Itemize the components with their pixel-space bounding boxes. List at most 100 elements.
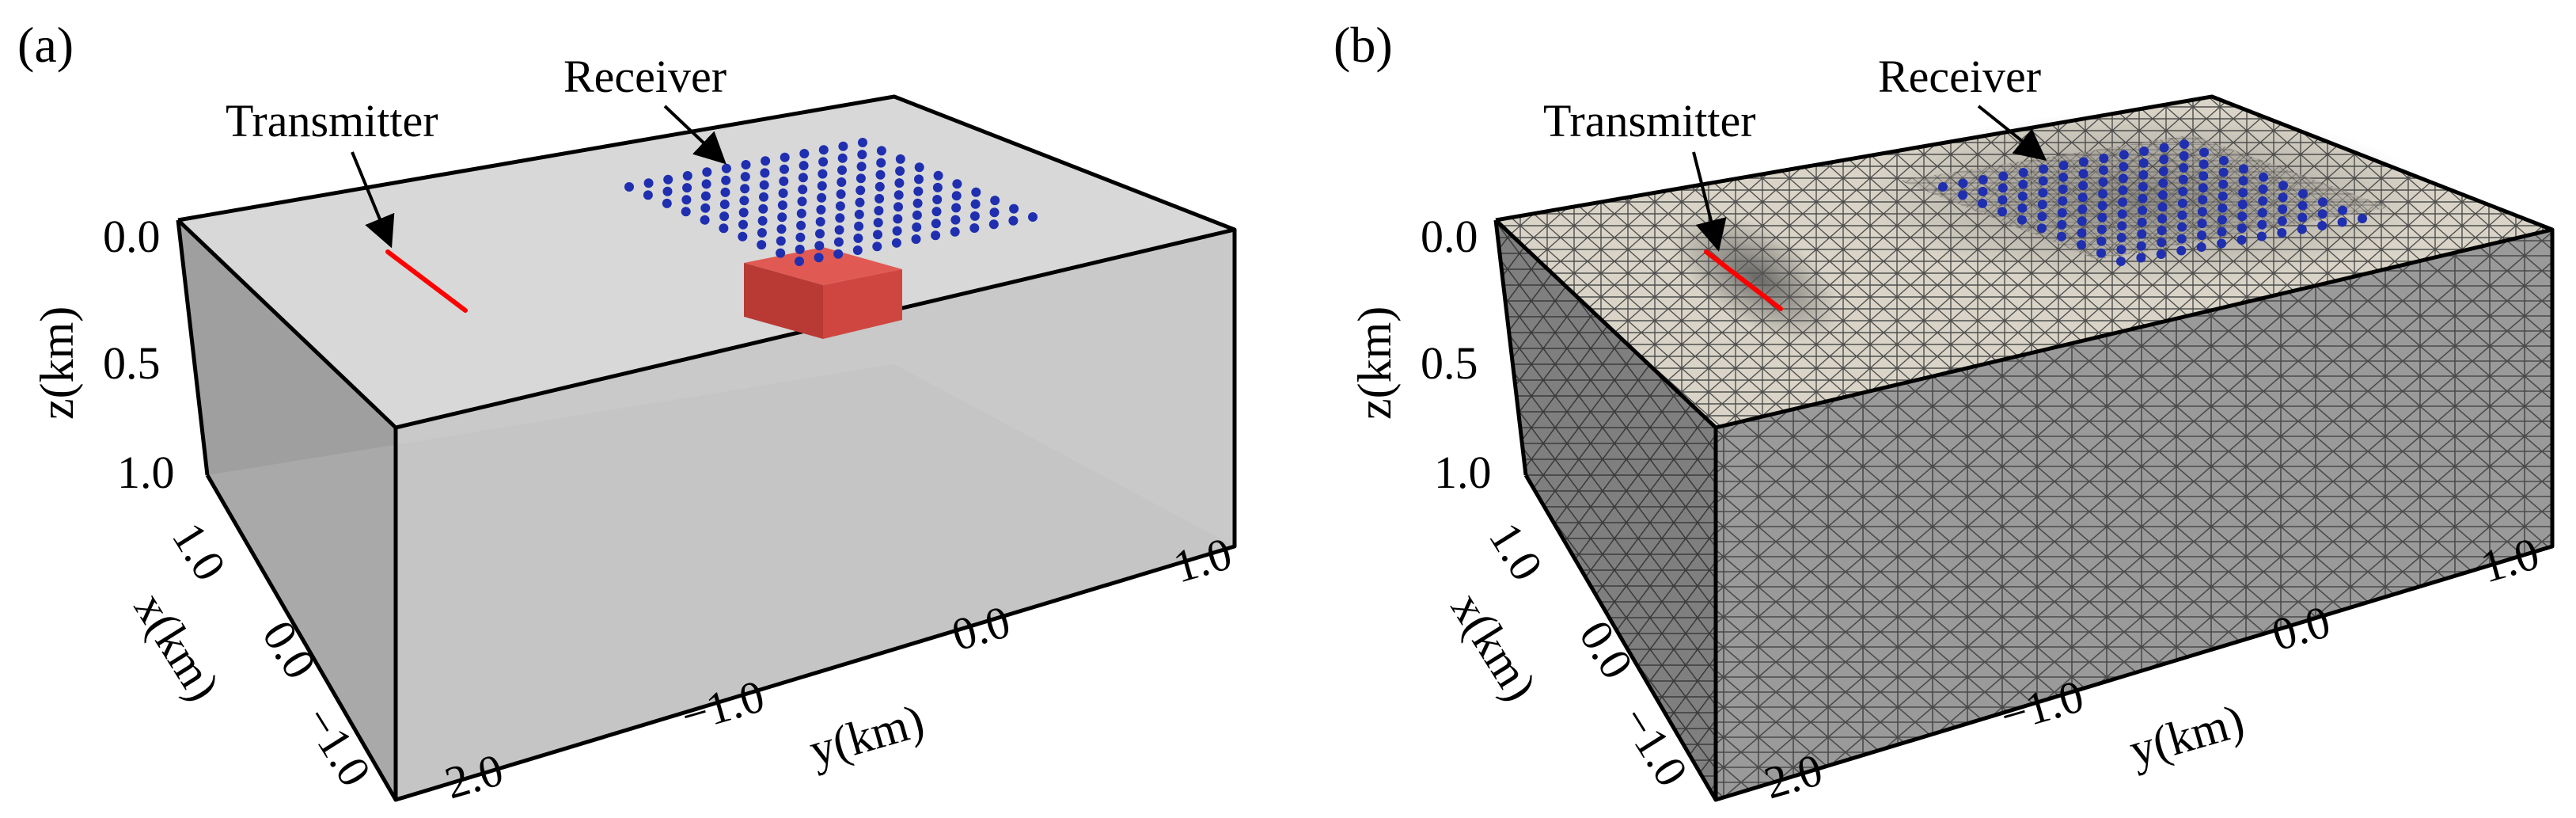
panel-a-receiver-dot [874, 181, 885, 192]
panel-b-z-axis-title: z(km) [1349, 306, 1401, 420]
panel-b-receiver-dot [2179, 162, 2189, 173]
panel-a-receiver-dot [933, 170, 943, 181]
panel-a-receiver-dot [858, 138, 867, 147]
panel-a-bottom-shade [207, 364, 1235, 800]
panel-b-receiver-dot [2116, 257, 2126, 266]
panel-a-receiver-dot [702, 167, 712, 177]
panel-b-receiver-dot [2199, 171, 2209, 181]
panel-b-receiver-dot [2298, 188, 2308, 199]
panel-a-receiver-dot [1009, 204, 1019, 214]
panel-a-receiver-dot [797, 196, 807, 207]
panel-b-receiver-dot [2058, 172, 2069, 182]
panel-a-receiver-dot [798, 173, 808, 183]
panel-b-receiver-dot [2217, 191, 2228, 201]
panel-a-receiver-dot [757, 215, 768, 226]
panel-a-receiver-dot [760, 168, 770, 178]
panel-a-receiver-dot [912, 198, 923, 208]
panel-a-z-tick-1: 0.5 [103, 337, 161, 389]
panel-b-receiver-dot [2239, 164, 2248, 174]
panel-a-receiver-label: Receiver [563, 51, 727, 102]
panel-a-receiver-dot [857, 150, 867, 160]
panel-b-receiver-dot [2119, 162, 2129, 172]
panel-b-z-tick-2: 1.0 [1434, 447, 1492, 498]
panel-b-x-tick-0: 1.0 [1479, 513, 1554, 589]
panel-b-receiver-dot [2257, 219, 2267, 230]
panel-a: (a) Transmitter Receiver [17, 17, 1237, 816]
panel-b-receiver-dot [2156, 249, 2166, 259]
panel-a-transmitter-line [385, 249, 468, 313]
panel-b-receiver-dot [2338, 205, 2347, 215]
panel-a-receiver-dot [911, 234, 921, 244]
panel-a-receiver-dot [799, 161, 809, 171]
panel-b-receiver-dot [2017, 191, 2028, 201]
panel-a-receiver-dot [912, 210, 922, 220]
panel-a-receiver-dot [914, 162, 924, 173]
panel-b-receiver-dot [2018, 179, 2028, 189]
panel-a-receiver-dot [853, 233, 863, 243]
panel-b-receiver-dot [1938, 182, 1948, 192]
panel-a-receiver-dot [817, 181, 827, 191]
panel-a-receiver-dot [856, 162, 867, 172]
panel-a-receiver-dot [663, 174, 673, 185]
panel-a-receiver-dot [815, 229, 825, 239]
panel-b-receiver-dot [1978, 175, 1988, 185]
panel-b-receiver-dot [2198, 195, 2208, 205]
panel-b-receiver-dot [2057, 207, 2067, 218]
panel-b-receiver-dot [2318, 197, 2328, 207]
panel-b-receiver-dot [2136, 241, 2146, 251]
panel-a-receiver-dot [856, 185, 866, 196]
panel-a-receiver-dot [913, 186, 924, 196]
panel-b-receiver-dot [2157, 202, 2168, 212]
panel-b-receiver-dot [2078, 157, 2088, 167]
panel-a-receiver-dot [662, 186, 673, 196]
panel-b-receiver-dot [2077, 228, 2087, 238]
panel-b-receiver-dot [2217, 238, 2227, 249]
panel-b-receiver-dot [2178, 186, 2188, 196]
panel-b-receiver-dot [2217, 203, 2228, 213]
panel-a-receiver-dot [780, 152, 790, 162]
panel-b-receiver-dot [2197, 230, 2207, 241]
panel-b-box-outline [1493, 94, 2555, 802]
panel-a-receiver-dot [719, 211, 730, 222]
panel-a-receiver-dot [969, 223, 980, 233]
panel-a-x-tick-0: 1.0 [162, 513, 237, 589]
panel-b-receiver-dot [2138, 169, 2149, 180]
panel-b-receiver-dot [2098, 165, 2108, 175]
panel-b-receiver-dot [2258, 184, 2268, 194]
panel-b-receiver-dot [2137, 217, 2147, 227]
panel-a-receiver-dot [740, 172, 750, 182]
panel-b-receiver-dot [2259, 172, 2268, 182]
panel-a-receiver-dot [758, 204, 768, 214]
panel-b-receiver-dot [2219, 155, 2229, 166]
panel-b-receiver-dot [2116, 245, 2126, 255]
panel-b-receiver-dot [2138, 158, 2149, 168]
panel-a-receiver-dot [1008, 215, 1019, 226]
panel-a-z-axis-title: z(km) [31, 306, 83, 420]
panel-b-receiver-dot [2277, 216, 2287, 226]
panel-a-receiver-dot [855, 197, 865, 207]
panel-b-receiver-dot [2017, 203, 2028, 213]
panel-a-receiver-dot [852, 245, 863, 255]
panel-a-receiver-dot [814, 253, 824, 263]
panel-a-receiver-dot [874, 193, 885, 204]
panel-b-receiver-label: Receiver [1878, 51, 2041, 102]
panel-b-receiver-dot [1998, 171, 2009, 181]
panel-a-receiver-dot [837, 153, 848, 163]
panel-a-receiver-dot [700, 191, 711, 201]
panel-b-receiver-dot [2197, 219, 2207, 229]
panel-b-receiver-dot [2358, 214, 2367, 223]
panel-b-receiver-dot [2337, 217, 2347, 227]
panel-a-receiver-dot [876, 146, 886, 156]
panel-a-receiver-dot [682, 171, 692, 181]
panel-a-x-axis-title: x(km) [124, 584, 230, 710]
panel-a-receiver-dot [759, 192, 768, 202]
panel-a-receiver-dot [721, 163, 731, 173]
panel-a-receiver-dot [837, 165, 847, 175]
panel-a-receiver-dot [741, 160, 751, 169]
panel-b-receiver-dot [2096, 224, 2107, 234]
panel-b-receiver-dot [2139, 146, 2149, 156]
panel-a-receiver-dot [761, 156, 771, 166]
panel-b-receiver-dot [2217, 226, 2227, 237]
panel-a-receiver-dot [719, 223, 729, 234]
panel-b-receiver-dot [2218, 179, 2229, 189]
